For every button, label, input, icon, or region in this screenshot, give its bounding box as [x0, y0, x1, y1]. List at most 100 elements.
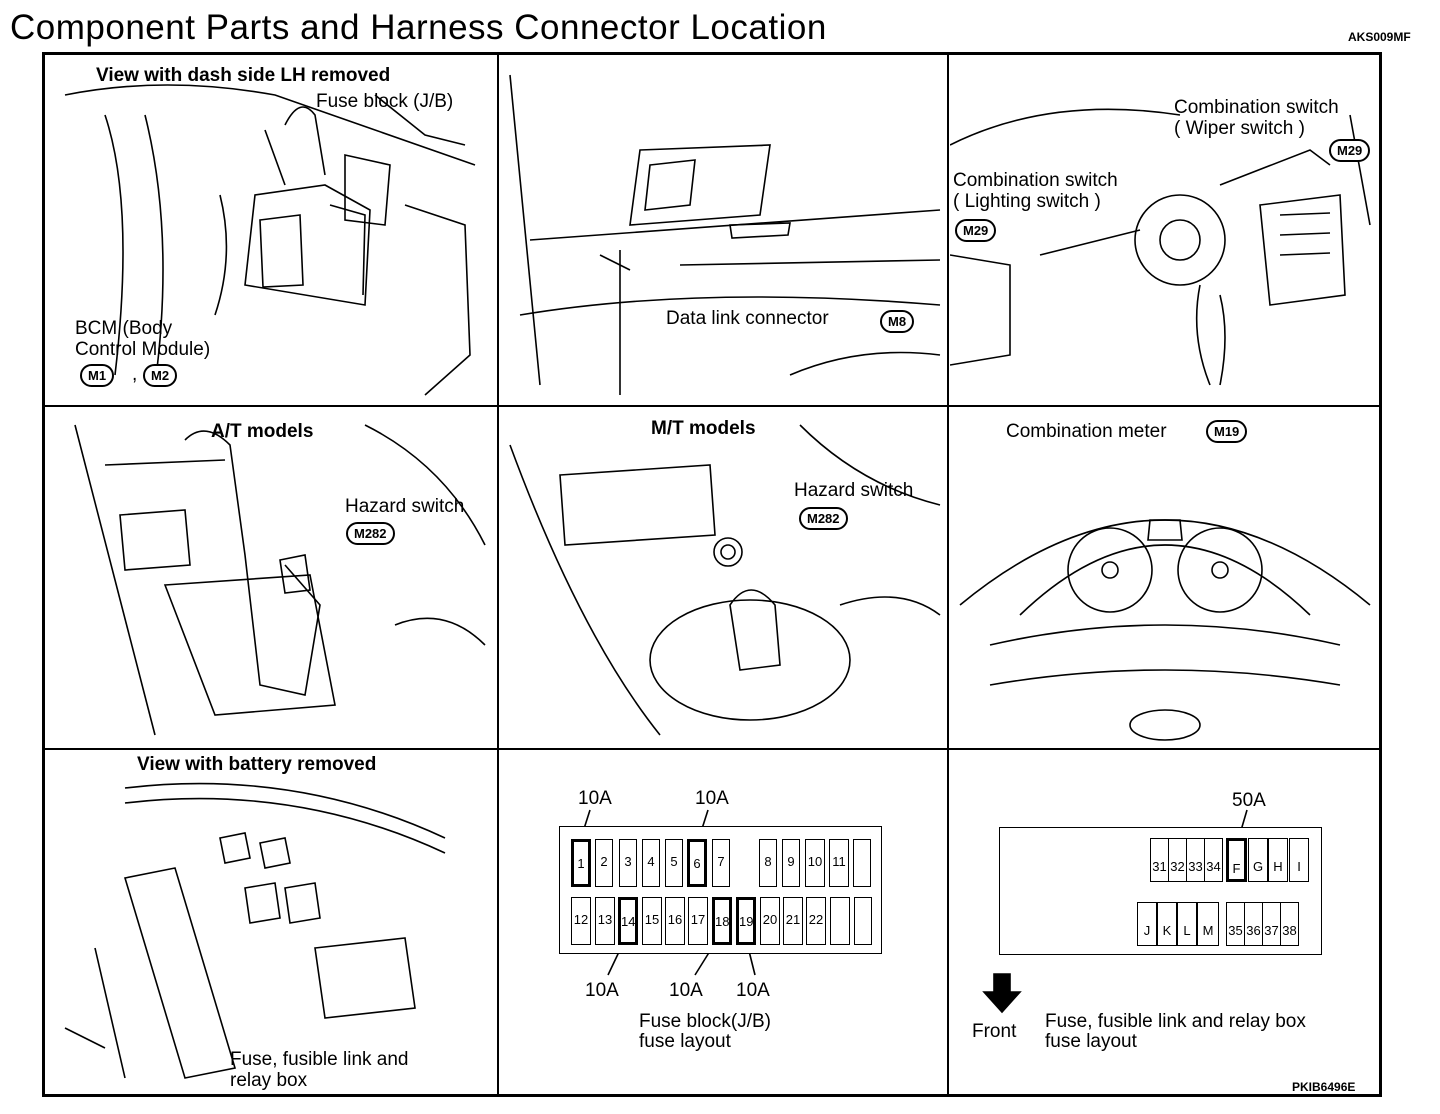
- fuse-number: M: [1202, 923, 1214, 938]
- fuse-cell: 13: [595, 897, 615, 945]
- page-title: Component Parts and Harness Connector Lo…: [10, 8, 827, 47]
- front-arrow-icon: [982, 973, 1022, 1014]
- fuse-number: 21: [785, 912, 801, 927]
- fuse-cell: 18: [712, 897, 732, 945]
- connector-badge-m29-wiper: M29: [1329, 139, 1371, 162]
- fuse-number: 35: [1228, 923, 1243, 938]
- wiper-switch-label-line2: ( Wiper switch ): [1174, 118, 1305, 139]
- fuse-number: 22: [808, 912, 824, 927]
- fuse-number: 11: [832, 854, 846, 869]
- fuse-cell: 15: [642, 897, 662, 945]
- fuse-cell: 37: [1262, 902, 1281, 946]
- fuse-cell: 10: [805, 839, 825, 887]
- fuse-number: 1: [577, 856, 585, 871]
- fuse-cell: L: [1177, 902, 1197, 946]
- fuse-cell: J: [1137, 902, 1157, 946]
- fuse-cell: F: [1226, 838, 1247, 882]
- fuse-number: 5: [670, 854, 678, 869]
- fuse-number: 37: [1264, 923, 1279, 938]
- fuse-number: 31: [1152, 859, 1167, 874]
- fuse-cell: 8: [759, 839, 777, 887]
- jb-amp-top-2: 10A: [695, 788, 729, 809]
- connector-badge-m282-at: M282: [346, 522, 395, 545]
- connector-badge-m8: M8: [880, 310, 915, 333]
- fuse-number: 6: [693, 856, 701, 871]
- connector-separator: ,: [132, 364, 138, 385]
- relay-amp-label: 50A: [1232, 790, 1266, 811]
- fuse-cell: 9: [782, 839, 800, 887]
- battery-illustration: [64, 782, 446, 1079]
- fuse-number: 36: [1246, 923, 1261, 938]
- fuse-cell: I: [1289, 838, 1309, 882]
- fuse-number: L: [1183, 923, 1191, 938]
- fuse-number: 13: [597, 912, 613, 927]
- fuse-number: I: [1297, 859, 1301, 874]
- fuse-number: G: [1252, 859, 1264, 874]
- fuse-cell: 20: [760, 897, 780, 945]
- fuse-cell: 4: [642, 839, 660, 887]
- fuse-number: 7: [717, 854, 725, 869]
- relay-fuse-box: 31 32 33 34 F G H I J K L M 35 36 37 38: [999, 827, 1322, 955]
- fuse-cell: 16: [665, 897, 685, 945]
- connector-badge-m1: M1: [80, 364, 115, 387]
- fuse-cell: 12: [571, 897, 591, 945]
- jb-amp-bottom-3: 10A: [736, 980, 770, 1001]
- fuse-number: 3: [624, 854, 632, 869]
- fuse-number: 38: [1282, 923, 1297, 938]
- fuse-cell: [830, 897, 850, 945]
- mt-header: M/T models: [651, 418, 756, 439]
- fuse-cell: K: [1157, 902, 1177, 946]
- battery-header: View with battery removed: [137, 754, 377, 775]
- jb-amp-top-1: 10A: [578, 788, 612, 809]
- dlc-illustration: [509, 74, 941, 395]
- divider-h2: [45, 748, 1382, 750]
- fuse-number: 9: [787, 854, 795, 869]
- fuse-block-label: Fuse block (J/B): [316, 91, 454, 112]
- fuse-number: 4: [647, 854, 655, 869]
- fuse-number: 16: [667, 912, 683, 927]
- connector-badge-m29-lighting: M29: [955, 219, 997, 242]
- fuse-cell: 2: [595, 839, 613, 887]
- mt-illustration: [509, 424, 941, 736]
- fuse-cell: 38: [1280, 902, 1299, 946]
- dash-illustration: [64, 84, 476, 396]
- fuse-cell: [854, 897, 872, 945]
- fuse-number: 20: [762, 912, 778, 927]
- fuse-number: 33: [1188, 859, 1203, 874]
- fuse-cell: M: [1197, 902, 1219, 946]
- connector-badge-m19: M19: [1206, 420, 1248, 443]
- fuse-number: 10: [807, 854, 823, 869]
- connector-badge-m2: M2: [143, 364, 178, 387]
- fuse-cell: G: [1248, 838, 1268, 882]
- fuse-number: 17: [690, 912, 706, 927]
- fuse-number: 32: [1170, 859, 1185, 874]
- fuse-number: 19: [739, 914, 754, 929]
- relay-box-label-line2: relay box: [230, 1070, 308, 1091]
- fuse-cell: 34: [1204, 838, 1223, 882]
- fuse-cell: 17: [688, 897, 708, 945]
- relay-caption-line1: Fuse, fusible link and relay box: [1045, 1011, 1306, 1032]
- fuse-number: 34: [1206, 859, 1221, 874]
- fuse-number: 15: [644, 912, 660, 927]
- combo-illustration: [950, 108, 1371, 386]
- fuse-cell: 35: [1226, 902, 1245, 946]
- front-label: Front: [972, 1021, 1017, 1042]
- meter-illustration: [959, 519, 1371, 741]
- fuse-number: 14: [621, 914, 636, 929]
- fuse-cell: 5: [665, 839, 683, 887]
- combination-meter-label: Combination meter: [1006, 421, 1167, 442]
- fuse-cell: 22: [806, 897, 826, 945]
- fuse-cell: 31: [1150, 838, 1169, 882]
- jb-amp-bottom-2: 10A: [669, 980, 703, 1001]
- at-header: A/T models: [211, 421, 314, 442]
- dlc-label: Data link connector: [666, 308, 829, 329]
- fuse-cell: 19: [736, 897, 756, 945]
- at-hazard-switch-label: Hazard switch: [345, 496, 465, 517]
- fuse-cell: 14: [618, 897, 638, 945]
- lighting-switch-label-line2: ( Lighting switch ): [953, 191, 1101, 212]
- fuse-cell: 7: [712, 839, 730, 887]
- divider-v2: [947, 55, 949, 1097]
- relay-box-label-line1: Fuse, fusible link and: [230, 1049, 409, 1070]
- fuse-number: J: [1143, 923, 1151, 938]
- fuse-number: H: [1273, 859, 1283, 874]
